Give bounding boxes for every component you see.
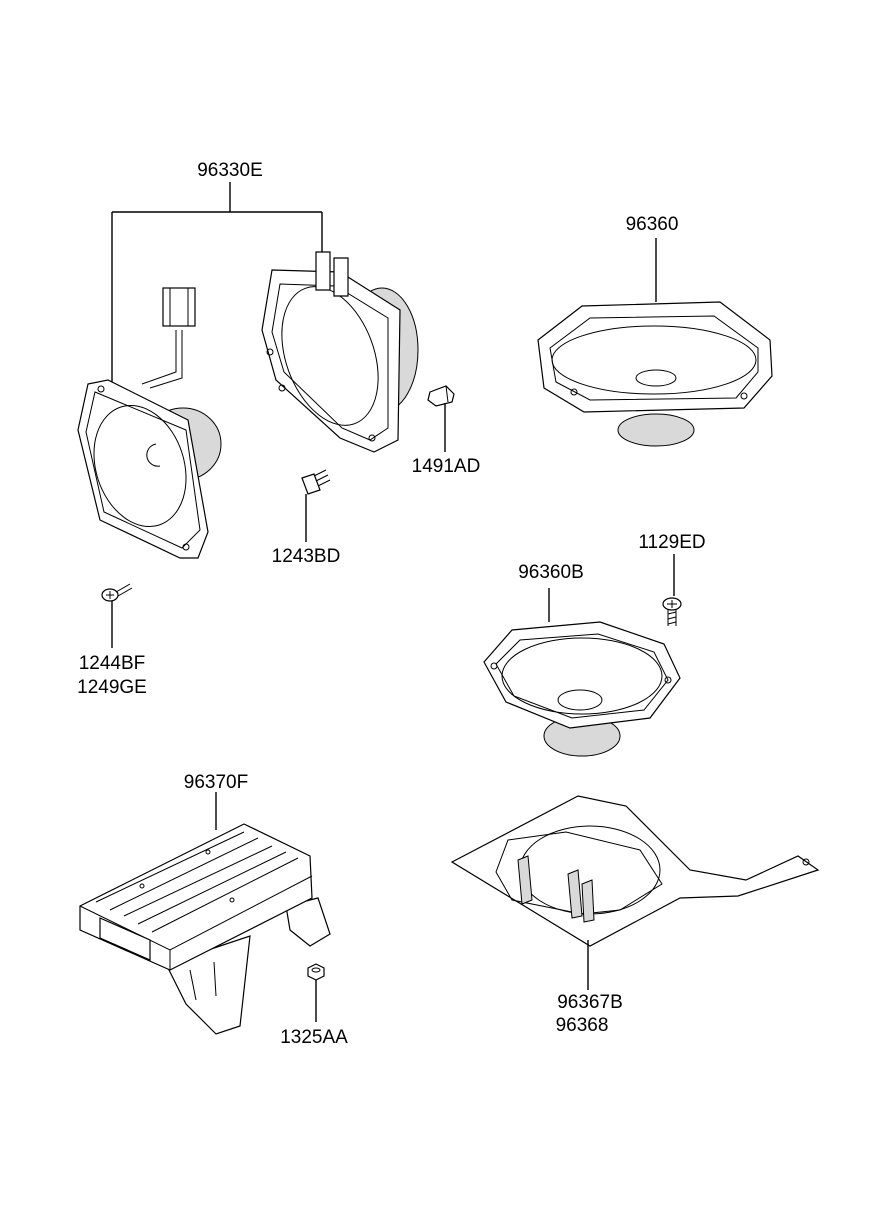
rear-speaker-96360[interactable]: 96360	[537, 214, 773, 447]
nut-1325aa[interactable]: 1325AA	[280, 963, 348, 1048]
screw-1129ed[interactable]: 1129ED	[638, 532, 706, 626]
amplifier-96370f[interactable]: 96370F	[79, 772, 331, 1035]
part-label-1491ad: 1491AD	[412, 456, 481, 477]
part-label-96360b: 96360B	[518, 562, 584, 583]
part-label-96360: 96360	[626, 214, 679, 235]
front-speaker-left	[77, 287, 222, 559]
screw-1243bd[interactable]: 1243BD	[272, 469, 341, 567]
part-label-1249ge: 1249GE	[77, 677, 147, 698]
screw-1491ad[interactable]: 1491AD	[412, 385, 481, 477]
part-label-1243bd: 1243BD	[272, 546, 341, 567]
part-label-1325aa: 1325AA	[280, 1027, 348, 1048]
part-label-1244bf: 1244BF	[79, 653, 146, 674]
front-speaker-right	[261, 251, 419, 453]
screw-1244bf[interactable]: 1244BF 1249GE	[77, 583, 147, 698]
speaker-bracket-96367b[interactable]: 96367B 96368	[450, 795, 820, 1036]
part-label-96367b: 96367B	[557, 992, 623, 1013]
front-speaker-assembly[interactable]: 96330E	[77, 160, 419, 559]
part-label-96370f: 96370F	[184, 772, 248, 793]
part-label-96368: 96368	[556, 1015, 609, 1036]
part-label-96330e: 96330E	[197, 160, 263, 181]
rear-speaker-96360b[interactable]: 96360B	[483, 562, 681, 757]
part-label-1129ed: 1129ED	[638, 532, 705, 553]
